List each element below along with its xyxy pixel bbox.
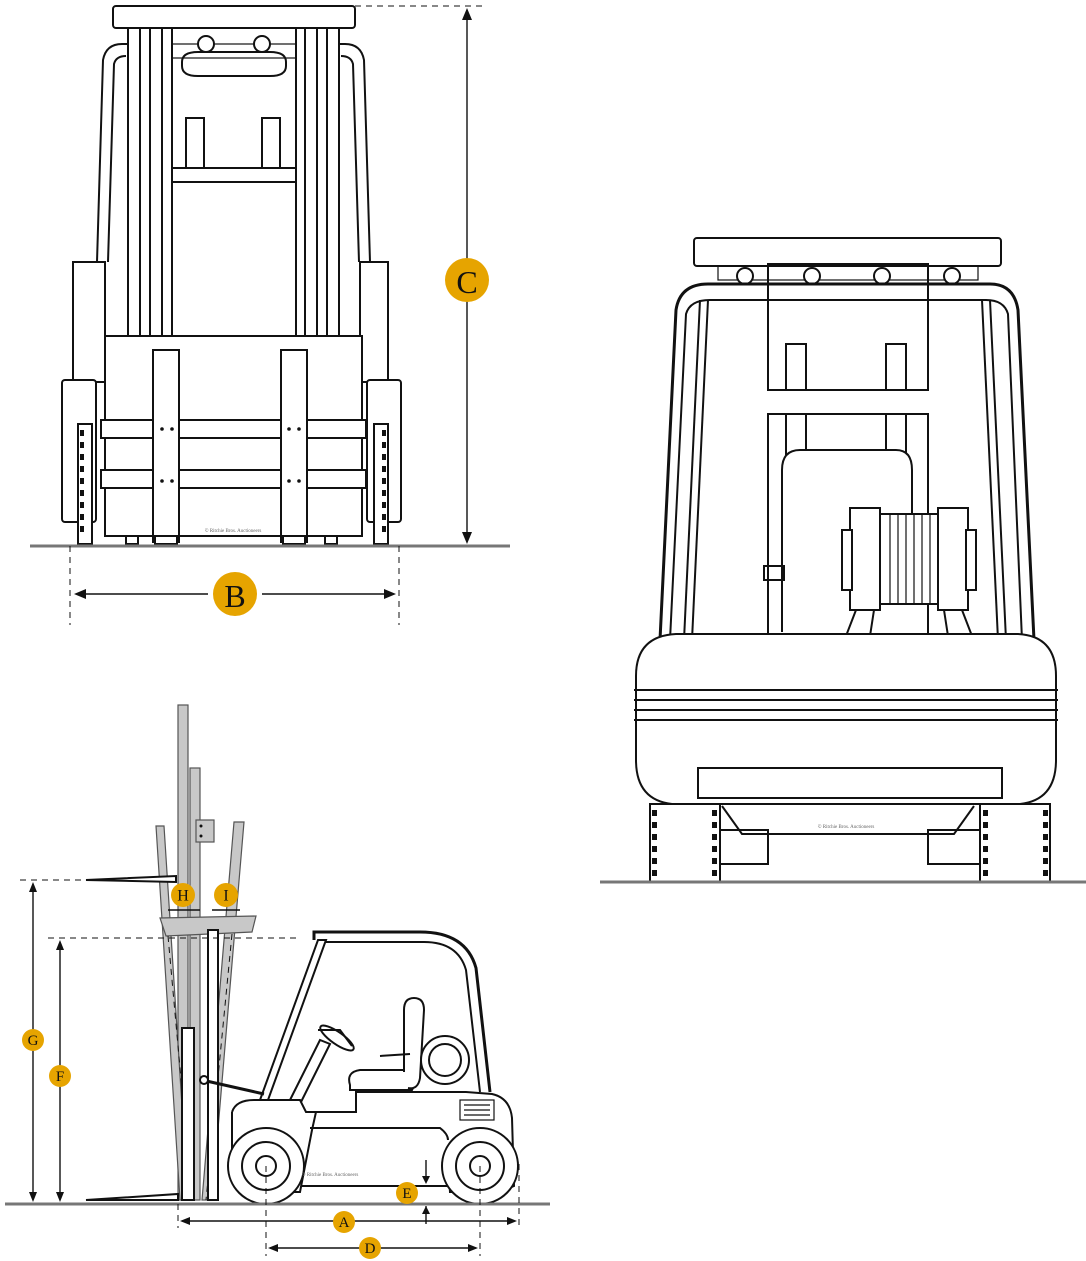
rear-guard-frame: [658, 282, 1036, 641]
badge-g: G: [22, 1029, 44, 1051]
front-carriage-bar-top: [100, 419, 367, 439]
side-watermark: © Ritchie Bros. Auctioneers: [302, 1172, 359, 1178]
badge-g-label: G: [28, 1033, 39, 1049]
side-guard-roof: [312, 930, 492, 1093]
badge-d-label: D: [365, 1241, 376, 1257]
badge-h-label: H: [177, 888, 189, 905]
badge-c-circle: [445, 258, 489, 302]
side-carriage: [159, 915, 257, 937]
rear-mast-top: [767, 263, 929, 391]
front-mast-rail-inner-right: [304, 27, 318, 339]
badge-e-label: E: [402, 1186, 411, 1202]
rear-lpg-tank: [841, 507, 977, 637]
front-watermark: © Ritchie Bros. Auctioneers: [205, 528, 262, 534]
badge-b-circle: [213, 572, 257, 616]
badge-f: F: [49, 1065, 71, 1087]
front-mast-rail-inner-left: [149, 27, 163, 339]
front-fork-right: [280, 349, 308, 543]
badge-i-label: I: [223, 888, 228, 905]
badge-a: A: [333, 1211, 355, 1233]
side-guard-front-post: [258, 939, 328, 1101]
side-fork-raised: [85, 874, 177, 884]
badge-i: I: [214, 883, 238, 907]
badge-e: E: [396, 1182, 418, 1204]
front-mast-rail-outer-right: [326, 27, 340, 339]
side-seat-back: [403, 996, 426, 1090]
front-guard-post-left: [96, 43, 134, 263]
badge-b: B: [213, 572, 257, 616]
front-overhead-guard: [112, 5, 356, 29]
side-steering-column: [289, 1038, 332, 1105]
rear-wheel-right: [979, 803, 1051, 883]
front-guard-post-right-inner: [340, 55, 360, 263]
front-chain-pulley: [181, 51, 287, 77]
front-carriage-bar-bottom: [100, 469, 367, 489]
front-tire-treads: [80, 430, 386, 532]
front-fork-left: [152, 349, 180, 543]
front-body-left: [72, 261, 106, 383]
badge-c: C: [445, 258, 489, 302]
rear-wheel-left: [649, 803, 721, 883]
front-guard-post-left-inner: [107, 55, 127, 263]
rear-watermark: © Ritchie Bros. Auctioneers: [818, 824, 875, 830]
rear-tire-treads: [652, 810, 1048, 876]
rear-view: © Ritchie Bros. Auctioneers: [600, 237, 1086, 884]
side-fork-lowered: [85, 1192, 179, 1201]
front-mast-rail-outer-left: [127, 27, 141, 339]
badge-h: H: [171, 883, 195, 907]
front-view: © Ritchie Bros. Auctioneers: [30, 5, 510, 625]
rear-plate: [697, 767, 1003, 799]
front-inner-mast-frame: [171, 27, 297, 169]
side-grille: [459, 1099, 495, 1121]
badge-a-label: A: [339, 1215, 350, 1231]
badge-f-label: F: [56, 1069, 64, 1085]
side-tilt-cylinder: [201, 1078, 265, 1096]
front-body-right: [359, 261, 389, 383]
side-view: © Ritchie Bros. Auctioneers: [5, 704, 550, 1256]
badge-b-label: B: [224, 578, 245, 614]
badge-d: D: [359, 1237, 381, 1259]
side-steering-wheel: [319, 1024, 355, 1052]
side-mast-lowered: [207, 929, 219, 1201]
front-guard-post-right: [330, 43, 371, 263]
badge-c-label: C: [456, 264, 477, 300]
rear-overhead-guard: [693, 237, 1002, 267]
